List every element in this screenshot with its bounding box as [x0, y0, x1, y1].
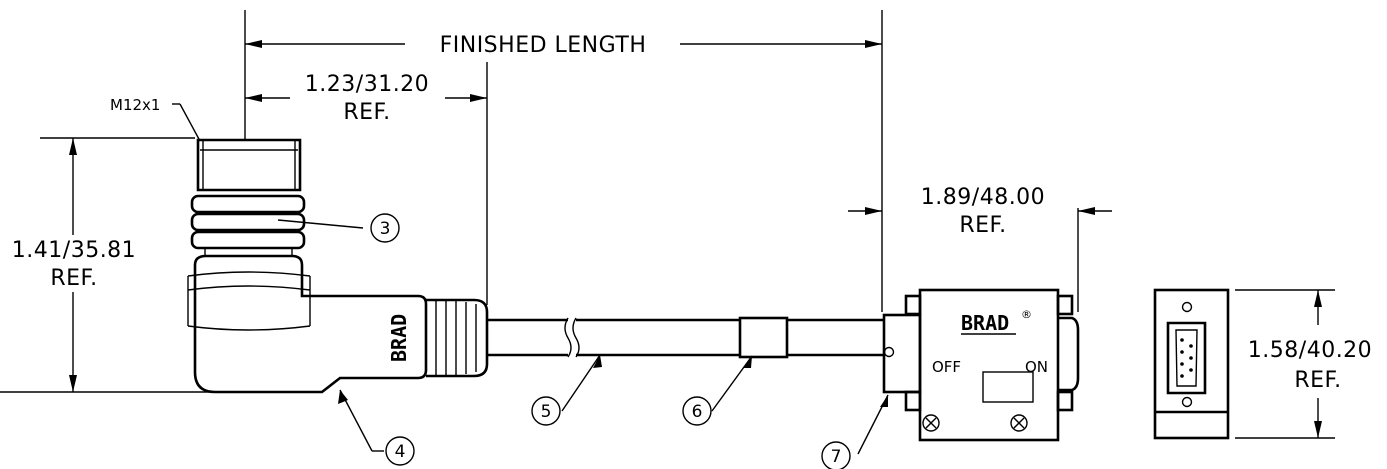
- m12-connector: BRAD: [187, 138, 489, 394]
- dim-finished-length: FINISHED LENGTH: [245, 33, 882, 58]
- dim-1-89-ref: REF.: [959, 213, 1006, 238]
- dim-1-41-value: 1.41/35.81: [12, 238, 136, 263]
- dim-1-23: 1.23/31.20 REF.: [245, 72, 487, 125]
- balloon-6: 6: [682, 355, 753, 426]
- registered-mark: ®: [1021, 308, 1032, 321]
- dsub-connector: BRAD ® OFF ON: [882, 288, 1080, 442]
- balloon-7: 7: [821, 394, 889, 469]
- cable: [487, 316, 885, 359]
- finished-length-label: FINISHED LENGTH: [440, 33, 647, 58]
- dim-1-23-ref: REF.: [343, 100, 390, 125]
- balloon-5-label: 5: [541, 402, 552, 422]
- balloon-7-label: 7: [831, 447, 842, 467]
- dim-1-58-value: 1.58/40.20: [1248, 338, 1372, 363]
- balloon-6-label: 6: [692, 402, 703, 422]
- balloon-4-label: 4: [395, 442, 406, 462]
- balloon-3: 3: [277, 213, 400, 243]
- switch-off-label: OFF: [932, 358, 961, 376]
- dsub-brand-logo: BRAD: [961, 311, 1009, 335]
- switch-on-label: ON: [1025, 358, 1048, 376]
- thread-label: M12x1: [110, 96, 160, 114]
- connector-brand-logo: BRAD: [387, 314, 411, 362]
- balloon-5: 5: [531, 354, 602, 426]
- dsub-end-view: [1153, 288, 1230, 440]
- balloon-3-label: 3: [380, 219, 391, 239]
- dim-1-58-ref: REF.: [1294, 368, 1341, 393]
- dim-1-89: 1.89/48.00 REF.: [848, 185, 1112, 238]
- dim-1-23-value: 1.23/31.20: [305, 72, 429, 97]
- extension-lines: [0, 10, 1335, 439]
- balloon-4: 4: [338, 389, 415, 466]
- dim-1-41: 1.41/35.81 REF.: [12, 138, 136, 392]
- thread-callout: M12x1: [110, 96, 201, 142]
- dim-1-58: 1.58/40.20 REF.: [1248, 290, 1372, 438]
- dim-1-41-ref: REF.: [50, 266, 97, 291]
- dim-1-89-value: 1.89/48.00: [921, 185, 1045, 210]
